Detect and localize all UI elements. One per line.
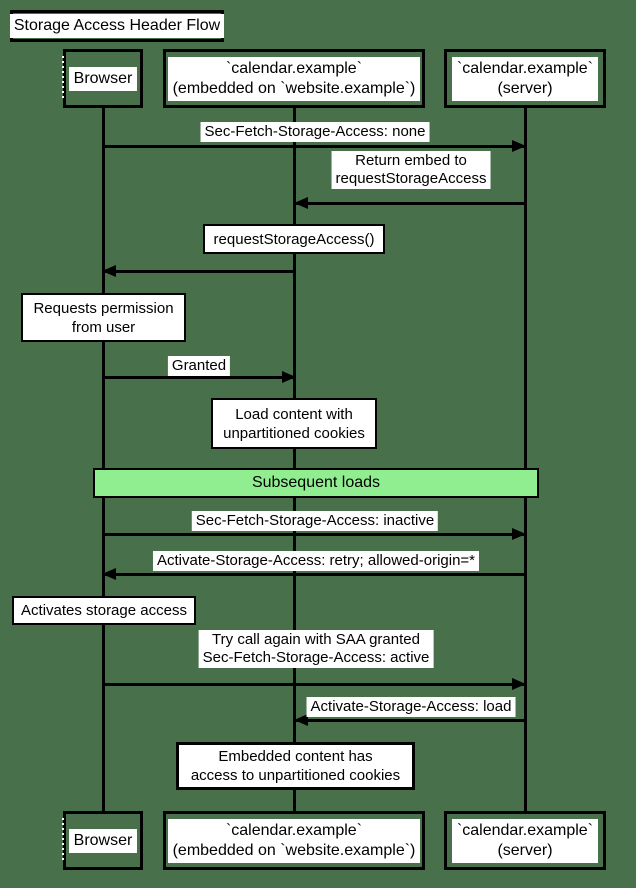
- actor-box-browser-bottom: Browser: [62, 811, 143, 870]
- actor-label-server: `calendar.example` (server): [451, 56, 599, 101]
- message-arrow-embed-to-browser: [102, 265, 295, 277]
- note-activates-storage-access: Activates storage access: [12, 596, 196, 625]
- message-arrow-server-to-browser: [102, 568, 525, 580]
- arrowhead-left-icon: [293, 714, 308, 726]
- actor-label-server-line1: `calendar.example`: [456, 821, 594, 839]
- message-line: Granted: [171, 357, 227, 374]
- note-request-storage-access: requestStorageAccess(): [203, 224, 385, 254]
- actor-label-server: `calendar.example` (server): [451, 818, 599, 863]
- note-line: unpartitioned cookies: [223, 424, 365, 442]
- message-label-asa-retry: Activate-Storage-Access: retry; allowed-…: [152, 551, 480, 571]
- note-line: from user: [71, 318, 136, 336]
- message-arrow-server-to-embed-1: [293, 197, 526, 209]
- actor-label-browser: Browser: [68, 66, 138, 91]
- actor-box-server-top: `calendar.example` (server): [444, 49, 606, 108]
- note-load-content: Load content with unpartitioned cookies: [211, 398, 377, 449]
- arrowhead-right-icon: [512, 678, 526, 690]
- actor-label-server-line1: `calendar.example`: [456, 59, 594, 77]
- message-arrow-browser-to-server-3: [103, 678, 526, 690]
- band-label: Subsequent loads: [251, 474, 381, 491]
- message-line: Sec-Fetch-Storage-Access: none: [204, 123, 426, 140]
- arrowhead-right-icon: [512, 140, 526, 152]
- actor-label-server-line2: (server): [497, 841, 553, 859]
- message-label-sfsa-inactive: Sec-Fetch-Storage-Access: inactive: [191, 511, 439, 531]
- actor-box-server-bottom: `calendar.example` (server): [444, 811, 606, 870]
- message-line: Return embed to: [355, 152, 467, 169]
- note-line: access to unpartitioned cookies: [190, 767, 401, 784]
- diagram-title-box: Storage Access Header Flow: [9, 10, 225, 42]
- actor-label-embed-line1: `calendar.example`: [225, 59, 363, 77]
- note-line: Activates storage access: [21, 602, 187, 619]
- actor-label-embed: `calendar.example` (embedded on `website…: [167, 818, 421, 863]
- message-line: Try call again with SAA granted: [212, 631, 420, 648]
- message-label-return-embed: Return embed to requestStorageAccess: [331, 151, 491, 189]
- message-label-sfsa-none: Sec-Fetch-Storage-Access: none: [200, 122, 430, 142]
- note-line: Requests permission: [33, 299, 174, 317]
- actor-label-browser: Browser: [68, 828, 138, 853]
- message-label-asa-load: Activate-Storage-Access: load: [306, 697, 516, 717]
- message-line: Sec-Fetch-Storage-Access: active: [202, 649, 430, 666]
- arrowhead-left-icon: [102, 568, 116, 580]
- message-arrow-browser-to-embed: [103, 371, 296, 383]
- message-arrow-browser-to-server-1: [103, 140, 526, 152]
- actor-box-browser-top: Browser: [62, 49, 143, 108]
- lifeline-server: [524, 108, 527, 811]
- actor-label-embed-line2: (embedded on `website.example`): [172, 841, 416, 859]
- actor-label-embed-line2: (embedded on `website.example`): [172, 79, 416, 97]
- actor-label-embed-line1: `calendar.example`: [225, 821, 363, 839]
- actor-box-embed-top: `calendar.example` (embedded on `website…: [163, 49, 425, 108]
- arrowhead-left-icon: [102, 265, 116, 277]
- note-embedded-content: Embedded content has access to unpartiti…: [176, 742, 415, 790]
- message-arrow-server-to-embed-2: [293, 714, 526, 726]
- lifeline-browser: [101, 108, 105, 811]
- actor-label-server-line2: (server): [497, 79, 553, 97]
- message-arrow-browser-to-server-2: [103, 528, 526, 540]
- note-line: Load content with: [235, 405, 353, 423]
- lifeline-embed: [293, 108, 296, 811]
- actor-box-embed-bottom: `calendar.example` (embedded on `website…: [163, 811, 425, 870]
- message-line: Activate-Storage-Access: load: [310, 698, 512, 715]
- message-line: requestStorageAccess: [335, 170, 487, 187]
- arrowhead-right-icon: [512, 528, 526, 540]
- message-line: Activate-Storage-Access: retry; allowed-…: [156, 552, 476, 569]
- note-line: requestStorageAccess(): [213, 230, 375, 248]
- diagram-title: Storage Access Header Flow: [9, 14, 225, 38]
- note-line: Embedded content has: [218, 748, 373, 765]
- message-line: Sec-Fetch-Storage-Access: inactive: [195, 512, 435, 529]
- note-requests-permission: Requests permission from user: [21, 293, 186, 342]
- message-label-try-again: Try call again with SAA granted Sec-Fetc…: [198, 630, 434, 668]
- message-label-granted: Granted: [167, 356, 231, 376]
- actor-label-embed: `calendar.example` (embedded on `website…: [167, 56, 421, 101]
- subsequent-loads-band: Subsequent loads: [93, 468, 539, 498]
- arrowhead-right-icon: [281, 371, 296, 383]
- arrowhead-left-icon: [293, 197, 308, 209]
